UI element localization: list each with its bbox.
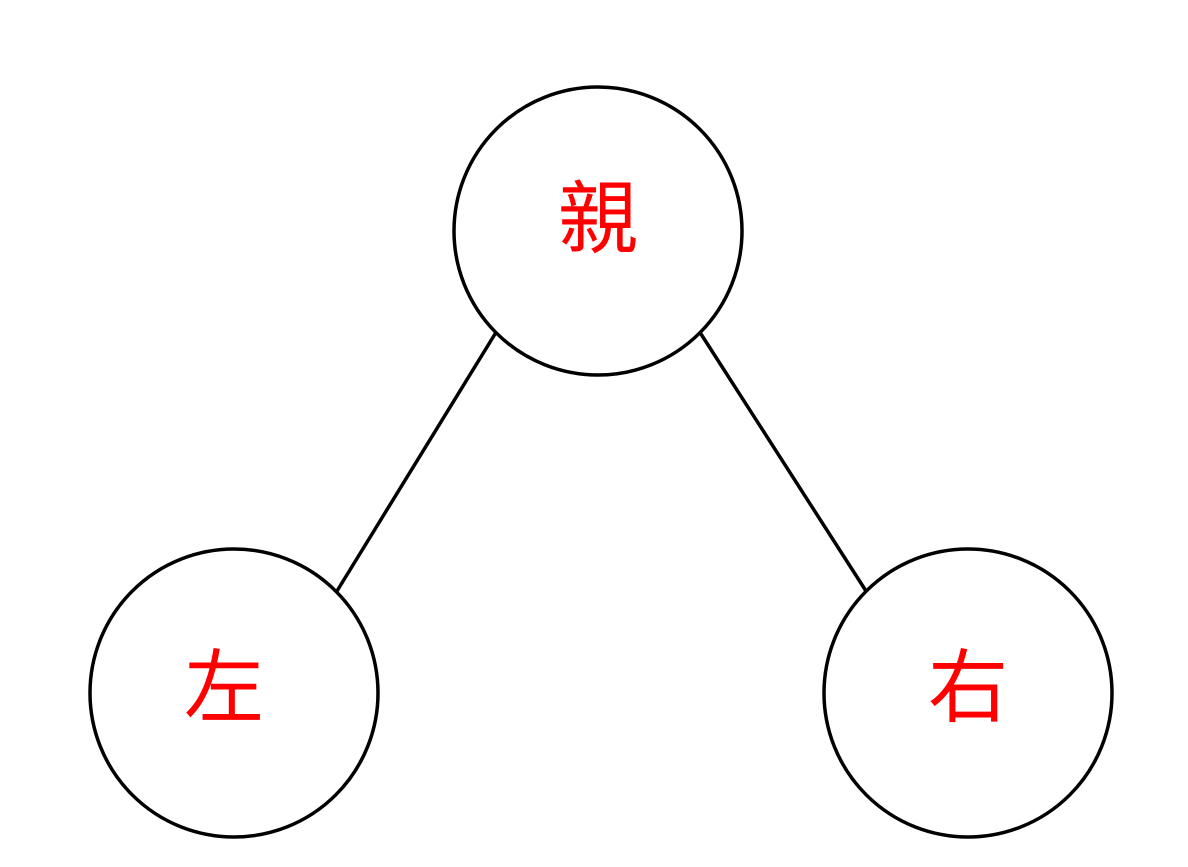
node-parent-label: 親 [558, 173, 638, 266]
node-right-label: 右 [928, 642, 1008, 735]
node-left-circle [88, 547, 380, 839]
node-right-circle [822, 547, 1114, 839]
node-parent: 親 [452, 85, 744, 377]
node-right: 右 [822, 547, 1114, 839]
edge-parent-right [699, 332, 868, 593]
node-left-label: 左 [184, 642, 264, 735]
node-parent-circle [452, 85, 744, 377]
edge-parent-left [335, 332, 497, 593]
node-left: 左 [88, 547, 380, 839]
